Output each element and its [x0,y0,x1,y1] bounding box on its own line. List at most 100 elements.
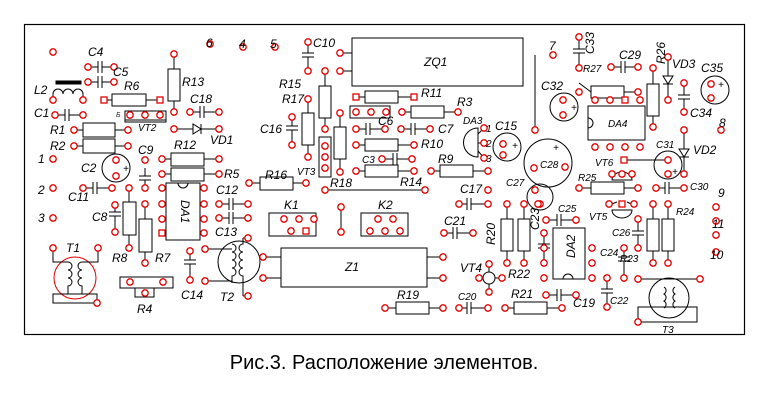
component-label-p1: 1 [486,124,492,135]
component-label-t6: 6 [206,36,213,50]
component-label-c16: C16 [260,122,282,136]
pad [606,143,614,151]
pad [49,184,57,192]
pad [288,113,296,121]
pad [520,200,528,208]
component-label-da3: DA3 [463,116,483,127]
pad [158,215,166,223]
pad [618,200,626,208]
c31-body [653,150,683,180]
component-label-c26: C26 [612,228,631,239]
t3-body [648,277,690,319]
pad [605,200,613,208]
pad [531,186,539,194]
pad [259,274,267,282]
component-label-c3: C3 [362,155,375,166]
component-label-vd2: VD2 [693,143,717,157]
pad [366,227,374,235]
pad [607,63,615,71]
pad [540,259,548,267]
pad [531,126,539,134]
component-label-r18: R18 [330,176,352,190]
pad [84,63,92,71]
pad [141,259,149,267]
pad [410,141,418,149]
pad [51,111,59,119]
pad [680,170,688,178]
pad [124,142,132,150]
c15-body [492,132,522,162]
pad [575,88,583,96]
c2-body [101,153,131,183]
component-label-r9: R9 [438,152,454,166]
pad [49,48,57,56]
pad [588,259,596,267]
component-label-r8: R8 [112,251,128,265]
component-label-t4: 4 [239,37,246,51]
pad [712,231,720,239]
component-label-r22: R22 [508,267,530,281]
component-label-r14: R14 [400,175,422,189]
pad [186,247,194,255]
polarity-plus-mark: + [553,143,559,154]
component-label-c2: C2 [81,161,97,175]
pad [141,289,149,297]
pad [634,318,642,326]
pad [664,156,672,164]
pad [410,167,418,175]
pad [170,108,178,116]
pad [575,64,583,72]
vt5-body [611,209,633,219]
pad [707,94,715,102]
pad [421,186,429,194]
pad [158,200,166,208]
pad [591,143,599,151]
pad [485,260,493,268]
pad [310,215,318,223]
pad [649,259,657,267]
pad [534,200,542,208]
pad [520,259,528,267]
pad [141,111,149,119]
pad [321,125,329,133]
component-label-vt6: VT6 [595,158,614,169]
pad [84,78,92,86]
component-label-c20: C20 [458,292,477,303]
component-label-c10: C10 [313,36,335,50]
pad [288,141,296,149]
pad [680,184,688,192]
pad [304,153,312,161]
pad [649,200,657,208]
pad [634,244,642,252]
component-label-t8: 8 [719,116,726,130]
pad [621,143,629,151]
pad [125,184,133,192]
component-label-vd1: VD1 [210,133,233,147]
polarity-plus-mark: + [718,80,724,91]
pad [321,164,329,172]
pad [336,67,344,75]
component-label-da4: DA4 [608,119,628,130]
component-label-t5: 5 [270,37,277,51]
component-label-r20: R20 [484,223,498,245]
component-label-c4: C4 [88,45,104,59]
pad [381,227,389,235]
component-label-t1: 1 [38,152,45,166]
pad [321,186,329,194]
pad [112,172,120,180]
pad [302,179,310,187]
pad [49,155,57,163]
component-label-r15: R15 [279,77,301,91]
pad [94,244,102,252]
component-label-t1: T1 [66,241,80,255]
pad [336,168,344,176]
polarity-plus-mark: + [512,141,518,152]
component-label-r7: R7 [155,251,172,265]
pad [680,108,688,116]
pad [680,79,688,87]
component-label-r1: R1 [50,123,65,137]
da4-body [587,105,646,141]
component-label-c30: C30 [690,182,709,193]
pad [618,170,626,178]
component-label-c12: C12 [216,183,238,197]
